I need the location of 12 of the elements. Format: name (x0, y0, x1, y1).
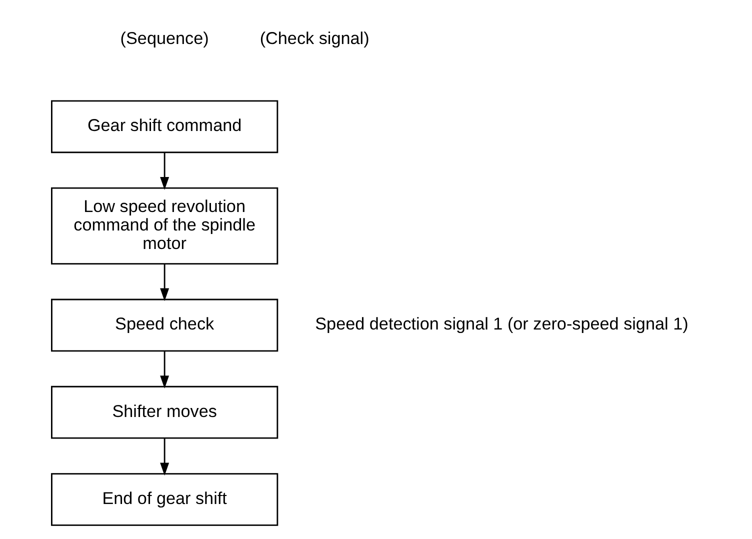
node-box: Gear shift command (51, 100, 278, 154)
node-box: Shifter moves (51, 386, 278, 439)
arrow (160, 264, 170, 302)
label: (Check signal) (260, 28, 370, 48)
arrow (160, 152, 170, 190)
node-box: Low speed revolution command of the spindle motor (51, 187, 278, 264)
node-box: Speed check (51, 298, 278, 352)
label: (Sequence) (120, 28, 209, 48)
arrow (160, 351, 170, 388)
node-box: End of gear shift (51, 473, 278, 526)
node-label: Speed detection signal 1 (or zero-speed signal 1) (315, 314, 688, 334)
arrow (160, 438, 170, 476)
